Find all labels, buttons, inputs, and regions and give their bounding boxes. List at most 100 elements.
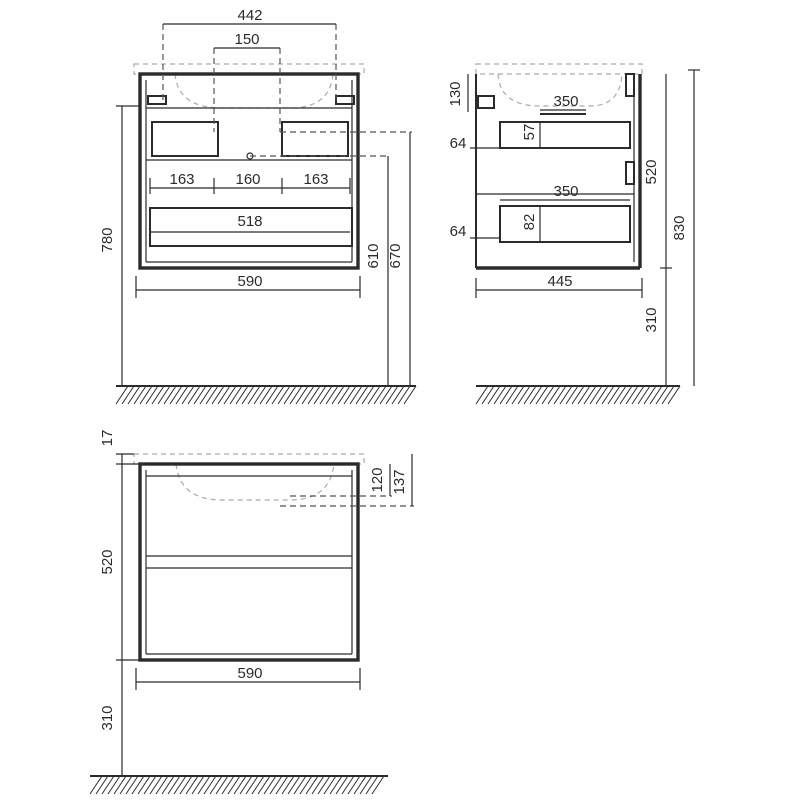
hatch-stroke [547, 385, 561, 405]
hatch-stroke [553, 385, 567, 405]
hatch-stroke [323, 775, 337, 795]
hatch-stroke [331, 385, 345, 405]
side-upper-drawer [499, 121, 631, 149]
hatch-stroke [179, 775, 193, 795]
hatch-stroke [625, 385, 639, 405]
floor-hatch-front [115, 385, 417, 405]
hatch-stroke [349, 385, 363, 405]
hatch-stroke [361, 385, 375, 405]
hatch-stroke [307, 385, 321, 405]
hatch-stroke [305, 775, 319, 795]
hatch-stroke [523, 385, 537, 405]
hatch-stroke [299, 775, 313, 795]
dim-310-side: 310 [643, 307, 660, 332]
hatch-stroke [239, 775, 253, 795]
dim-64-lower: 64 [450, 223, 467, 240]
hatch-stroke [565, 385, 579, 405]
hatch-stroke [275, 775, 289, 795]
hatch-stroke [371, 775, 385, 795]
dim-163-right: 163 [303, 171, 328, 188]
hatch-stroke [263, 775, 277, 795]
hatch-stroke [167, 775, 181, 795]
hatch-stroke [379, 385, 393, 405]
hatch-stroke [343, 385, 357, 405]
hatch-stroke [145, 385, 159, 405]
dim-57: 57 [521, 124, 538, 141]
hatch-stroke [353, 775, 367, 795]
hatch-stroke [335, 775, 349, 795]
hatch-stroke [127, 385, 141, 405]
hatch-stroke [215, 775, 229, 795]
hatch-stroke [209, 775, 223, 795]
hatch-stroke [667, 385, 681, 405]
hatch-stroke [325, 385, 339, 405]
hatch-stroke [161, 775, 175, 795]
dim-82: 82 [521, 214, 538, 231]
dim-64-upper: 64 [450, 135, 467, 152]
hatch-stroke [277, 385, 291, 405]
hatch-stroke [269, 775, 283, 795]
hatch-stroke [121, 385, 135, 405]
dim-590-bottom: 590 [237, 665, 262, 682]
hatch-stroke [173, 775, 187, 795]
floor-hatch-side [475, 385, 681, 405]
hatch-stroke [535, 385, 549, 405]
hatch-stroke [481, 385, 495, 405]
hatch-stroke [175, 385, 189, 405]
hatch-stroke [583, 385, 597, 405]
hatch-stroke [131, 775, 145, 795]
hatch-stroke [517, 385, 531, 405]
hatch-stroke [197, 775, 211, 795]
hatch-stroke [271, 385, 285, 405]
hatch-stroke [595, 385, 609, 405]
hatch-stroke [107, 775, 121, 795]
hatch-stroke [241, 385, 255, 405]
hatch-stroke [403, 385, 417, 405]
dim-163-left: 163 [169, 171, 194, 188]
dim-442: 442 [237, 7, 262, 24]
dim-130: 130 [447, 81, 464, 106]
hatch-stroke [619, 385, 633, 405]
hatch-stroke [643, 385, 657, 405]
hatch-stroke [385, 385, 399, 405]
front-view: 442 150 163 160 163 518 590 780 610 670 [99, 7, 417, 405]
hatch-stroke [257, 775, 271, 795]
hatch-stroke [227, 775, 241, 795]
hatch-stroke [319, 385, 333, 405]
hatch-stroke [223, 385, 237, 405]
hatch-stroke [559, 385, 573, 405]
hatch-stroke [89, 775, 103, 795]
hatch-stroke [247, 385, 261, 405]
hatch-stroke [281, 775, 295, 795]
hatch-stroke [311, 775, 325, 795]
hatch-stroke [133, 385, 147, 405]
hatch-stroke [95, 775, 109, 795]
hatch-stroke [655, 385, 669, 405]
dim-590-front: 590 [237, 273, 262, 290]
hatch-stroke [193, 385, 207, 405]
dim-17: 17 [99, 430, 116, 447]
side-lower-drawer [499, 205, 631, 243]
hatch-stroke [115, 385, 129, 405]
hatch-stroke [589, 385, 603, 405]
dim-137: 137 [391, 469, 408, 494]
floor-hatch-bottom [89, 775, 385, 795]
hatch-stroke [505, 385, 519, 405]
hatch-stroke [229, 385, 243, 405]
dim-518: 518 [237, 213, 262, 230]
hatch-stroke [487, 385, 501, 405]
dim-445: 445 [547, 273, 572, 290]
hatch-stroke [113, 775, 127, 795]
hatch-stroke [613, 385, 627, 405]
hatch-stroke [199, 385, 213, 405]
dim-830: 830 [671, 215, 688, 240]
dim-150: 150 [234, 31, 259, 48]
dim-350-upper: 350 [553, 93, 578, 110]
hatch-stroke [139, 385, 153, 405]
hatch-stroke [365, 775, 379, 795]
hatch-stroke [391, 385, 405, 405]
hatch-stroke [607, 385, 621, 405]
hatch-stroke [571, 385, 585, 405]
hatch-stroke [337, 385, 351, 405]
